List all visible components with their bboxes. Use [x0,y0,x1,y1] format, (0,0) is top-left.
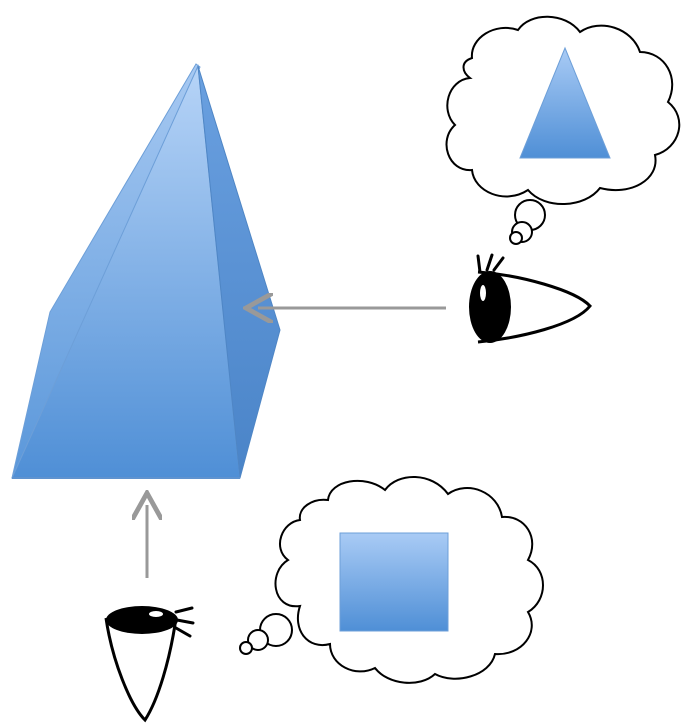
bottom-eye-highlight [149,611,163,617]
bottom-eyelashes [174,606,195,638]
side-eye-highlight [480,285,486,301]
bottom-eye-outline [104,617,178,723]
bottom-thought-cloud [239,476,544,684]
pyramid [11,63,281,479]
side-eye-pupil [469,271,511,343]
side-thought-cloud [445,15,681,245]
bottom-eye-pupil [106,606,178,634]
bottom-thought-bubble-small [239,641,253,655]
side-eyelashes [476,253,505,274]
bottom-thought-bubble-medium [247,629,269,651]
bottom-eye-icon [104,606,195,723]
square-shape-icon [339,532,449,632]
side-thought-bubble-small [509,231,523,245]
triangle-shape-icon [519,46,611,159]
side-eye-outline [477,270,592,344]
side-eye-icon [469,253,592,344]
pyramid-right-face [197,65,281,479]
